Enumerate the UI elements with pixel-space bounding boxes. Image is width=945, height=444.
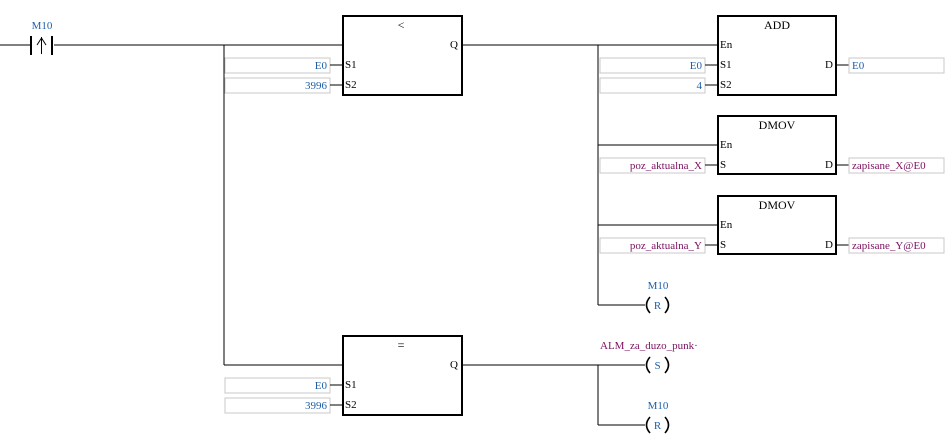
- add-title: ADD: [764, 18, 790, 32]
- coil-reset-2-letter: R: [654, 420, 662, 432]
- dmov-y-d-pin: D: [825, 239, 833, 251]
- add-d-value: E0: [852, 60, 865, 72]
- compare-lt-s1-value: E0: [315, 60, 328, 72]
- compare-eq-title: =: [398, 338, 405, 352]
- dmov-x-title: DMOV: [759, 118, 796, 132]
- compare-eq-s2-pin: S2: [345, 399, 357, 411]
- add-s2-field[interactable]: 4: [599, 77, 706, 94]
- compare-eq-q-pin: Q: [450, 359, 458, 371]
- coil-set-alarm-letter: S: [654, 360, 660, 372]
- coil-reset-1-label: M10: [648, 280, 669, 292]
- add-d-field[interactable]: E0: [848, 57, 945, 74]
- set-coil-alarm[interactable]: ALM_za_duzo_punk· S: [600, 340, 698, 374]
- add-s2-value: 4: [697, 80, 703, 92]
- coil-set-alarm-label: ALM_za_duzo_punk·: [600, 340, 698, 352]
- compare-lt-s1-field[interactable]: E0: [224, 57, 331, 74]
- reset-coil-m10-upper[interactable]: M10 R: [645, 280, 670, 314]
- compare-eq-s2-value: 3996: [305, 400, 328, 412]
- compare-less-than-block[interactable]: < S1 S2 Q: [342, 15, 463, 96]
- dmov-y-s-value: poz_aktualna_Y: [630, 240, 702, 252]
- compare-eq-s1-value: E0: [315, 380, 328, 392]
- dmov-x-d-value: zapisane_X@E0: [852, 160, 926, 172]
- compare-eq-s1-field[interactable]: E0: [224, 377, 331, 394]
- add-en-pin: En: [720, 39, 733, 51]
- compare-lt-q-pin: Q: [450, 39, 458, 51]
- dmov-x-d-pin: D: [825, 159, 833, 171]
- compare-lt-s2-pin: S2: [345, 79, 357, 91]
- compare-lt-s2-field[interactable]: 3996: [224, 77, 331, 94]
- dmov-y-title: DMOV: [759, 198, 796, 212]
- dmov-y-en-pin: En: [720, 219, 733, 231]
- compare-equal-block[interactable]: = S1 S2 Q: [342, 335, 463, 416]
- dmov-x-s-field[interactable]: poz_aktualna_X: [599, 157, 706, 174]
- dmov-x-block[interactable]: DMOV En S D: [717, 115, 837, 175]
- dmov-x-s-pin: S: [720, 159, 726, 171]
- dmov-y-s-pin: S: [720, 239, 726, 251]
- dmov-y-d-value: zapisane_Y@E0: [852, 240, 926, 252]
- add-d-pin: D: [825, 59, 833, 71]
- add-s1-pin: S1: [720, 59, 732, 71]
- coil-reset-1-letter: R: [654, 300, 662, 312]
- reset-coil-m10-lower[interactable]: M10 R: [645, 400, 670, 434]
- coil-reset-2-label: M10: [648, 400, 669, 412]
- dmov-x-d-field[interactable]: zapisane_X@E0: [848, 157, 945, 174]
- add-s2-pin: S2: [720, 79, 732, 91]
- dmov-x-en-pin: En: [720, 139, 733, 151]
- add-s1-field[interactable]: E0: [599, 57, 706, 74]
- rising-edge-contact-m10[interactable]: M10: [30, 20, 53, 55]
- compare-lt-s2-value: 3996: [305, 80, 328, 92]
- dmov-y-block[interactable]: DMOV En S D: [717, 195, 837, 255]
- dmov-x-s-value: poz_aktualna_X: [630, 160, 702, 172]
- contact-label: M10: [32, 20, 53, 32]
- compare-lt-title: <: [398, 18, 405, 32]
- add-s1-value: E0: [690, 60, 703, 72]
- dmov-y-s-field[interactable]: poz_aktualna_Y: [599, 237, 706, 254]
- compare-eq-s1-pin: S1: [345, 379, 357, 391]
- dmov-y-d-field[interactable]: zapisane_Y@E0: [848, 237, 945, 254]
- compare-eq-s2-field[interactable]: 3996: [224, 397, 331, 414]
- add-block[interactable]: ADD En S1 S2 D: [717, 15, 837, 96]
- compare-lt-s1-pin: S1: [345, 59, 357, 71]
